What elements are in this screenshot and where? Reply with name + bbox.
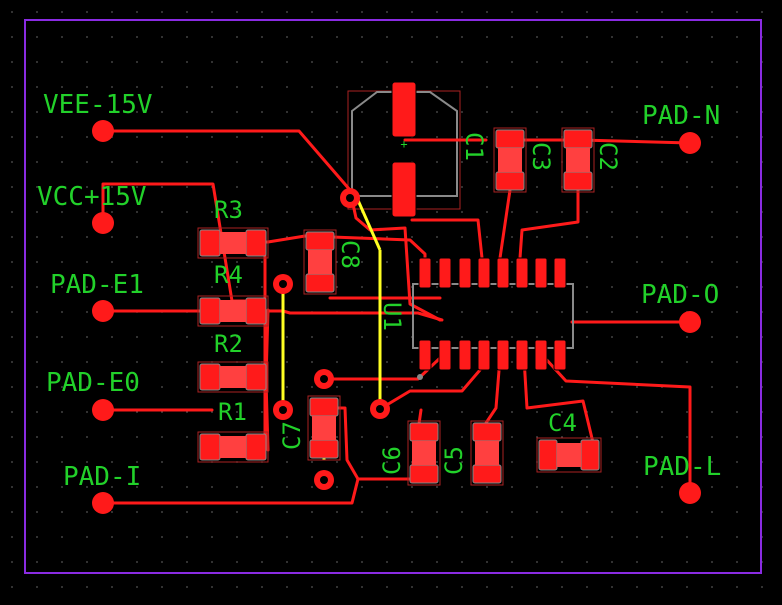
label-pad-l: PAD-L <box>643 452 721 482</box>
label-c3: C3 <box>527 142 555 171</box>
capacitor-c2-footprint <box>561 127 595 193</box>
svg-text:+: + <box>400 137 407 151</box>
resistor-r2-footprint <box>197 361 269 393</box>
capacitor-c1-footprint <box>493 127 527 193</box>
label-u1: U1 <box>378 302 406 331</box>
label-c6: C6 <box>378 446 406 475</box>
ic-u1-footprint <box>412 257 574 380</box>
resistor-r1-footprint <box>197 431 269 463</box>
board-outline <box>24 19 762 574</box>
label-c4: C4 <box>548 409 577 437</box>
label-vee-15v: VEE-15V <box>43 90 153 120</box>
capacitor-c5-footprint <box>470 420 504 486</box>
label-c7: C7 <box>278 421 306 450</box>
label-c2: C2 <box>594 142 622 171</box>
label-vcc-15v: VCC+15V <box>37 182 147 212</box>
capacitor-c6-footprint <box>407 420 441 486</box>
test-pads <box>92 120 701 514</box>
label-pad-n: PAD-N <box>642 101 720 131</box>
label-pad-e0: PAD-E0 <box>46 368 140 398</box>
capacitor-c8-footprint <box>303 229 337 295</box>
vias <box>273 188 390 490</box>
label-r1: R1 <box>218 398 247 426</box>
label-r3: R3 <box>214 196 243 224</box>
label-pad-e1: PAD-E1 <box>50 270 144 300</box>
label-c8: C8 <box>336 240 364 269</box>
capacitor-c4-footprint <box>536 437 602 473</box>
label-r2: R2 <box>214 330 243 358</box>
label-pad-i: PAD-I <box>63 462 141 492</box>
capacitor-c7-footprint <box>307 395 341 461</box>
label-r4: R4 <box>214 261 243 289</box>
regulator-footprint: + <box>347 81 461 218</box>
resistor-r3-footprint <box>197 227 269 259</box>
resistor-r4-footprint <box>197 295 269 327</box>
label-c5: C5 <box>440 446 468 475</box>
label-pad-o: PAD-O <box>641 280 719 310</box>
label-c1: C1 <box>460 132 488 161</box>
